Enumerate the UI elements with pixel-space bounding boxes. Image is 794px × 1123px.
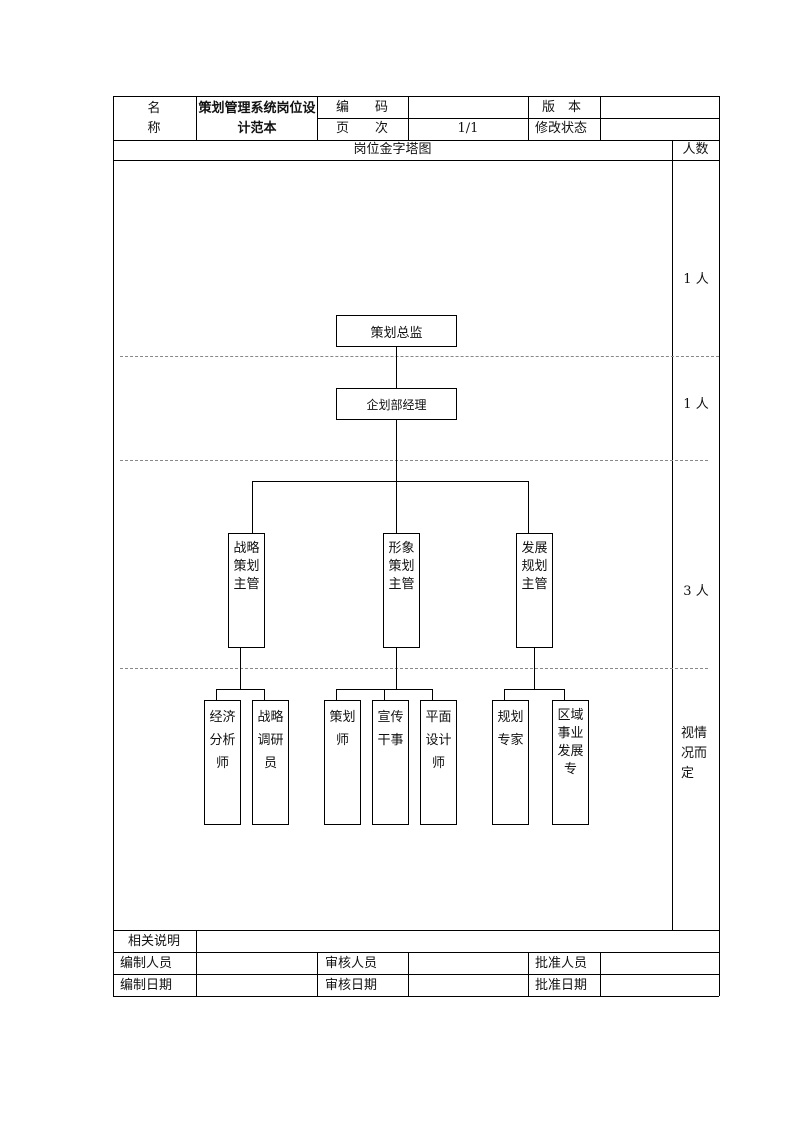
rule: [196, 930, 197, 996]
connector: [240, 647, 241, 689]
reviewer-label: 审核人员: [325, 956, 378, 971]
position-planner: 策划师: [324, 700, 361, 825]
name-label: 名称: [147, 101, 161, 136]
rule: [113, 96, 114, 996]
connector: [252, 481, 253, 533]
connector: [396, 419, 397, 481]
editor-label: 编制人员: [120, 956, 173, 971]
position-economic-analyst: 经济分析师: [204, 700, 241, 825]
level-4-count: 视情况而定: [681, 726, 708, 781]
connector: [252, 481, 529, 482]
level-divider: [120, 356, 719, 357]
level-3-count: 3 人: [683, 584, 709, 599]
connector: [504, 689, 565, 690]
position-planning-expert: 规划专家: [492, 700, 529, 825]
rule: [113, 96, 719, 97]
connector: [216, 689, 265, 690]
version-label: 版 本: [542, 100, 582, 115]
level-2-count: 1 人: [683, 397, 709, 412]
position-supervisor-image: 形象策划主管: [383, 533, 420, 648]
rule: [113, 952, 719, 953]
connector: [534, 647, 535, 689]
rule: [528, 96, 529, 140]
position-graphic-designer: 平面设计师: [420, 700, 457, 825]
rule: [317, 118, 719, 119]
connector: [564, 689, 565, 700]
rule: [113, 974, 719, 975]
rule: [113, 996, 719, 997]
rule: [719, 96, 720, 996]
approve-date-label: 批准日期: [535, 978, 588, 993]
position-manager: 企划部经理: [336, 388, 457, 420]
position-regional-development: 区域事业发展专: [552, 700, 589, 825]
review-date-label: 审核日期: [325, 978, 378, 993]
rule: [600, 952, 601, 996]
level-divider: [120, 668, 708, 669]
connector: [336, 689, 337, 700]
pyramid-heading: 岗位金字塔图: [353, 142, 432, 157]
position-supervisor-development: 发展规划主管: [516, 533, 553, 648]
edit-date-label: 编制日期: [120, 978, 173, 993]
code-label: 编 码: [336, 100, 389, 115]
connector: [528, 481, 529, 533]
document-title: 策划管理系统岗位设计范本: [198, 101, 316, 136]
position-publicity-officer: 宣传干事: [372, 700, 409, 825]
position-director: 策划总监: [336, 315, 457, 347]
connector: [396, 647, 397, 689]
page-label: 页 次: [336, 121, 389, 136]
revision-label: 修改状态: [535, 121, 588, 136]
connector: [432, 689, 433, 700]
connector: [504, 689, 505, 700]
connector: [396, 346, 397, 388]
level-1-count: 1 人: [683, 272, 709, 287]
rule: [113, 930, 719, 931]
connector: [264, 689, 265, 700]
notes-label: 相关说明: [128, 934, 181, 949]
count-heading: 人数: [682, 142, 709, 157]
connector: [396, 481, 397, 533]
rule: [408, 952, 409, 996]
rule: [113, 140, 719, 141]
connector: [384, 689, 385, 700]
page-value: 1/1: [457, 121, 479, 136]
position-strategy-researcher: 战略调研员: [252, 700, 289, 825]
rule: [600, 96, 601, 140]
rule: [528, 952, 529, 996]
rule: [196, 96, 197, 140]
rule: [672, 140, 673, 930]
position-supervisor-strategy: 战略策划主管: [228, 533, 265, 648]
approver-label: 批准人员: [535, 956, 588, 971]
level-divider: [120, 460, 708, 461]
connector: [216, 689, 217, 700]
rule: [317, 96, 318, 140]
rule: [408, 96, 409, 140]
rule: [113, 160, 719, 161]
rule: [317, 952, 318, 996]
